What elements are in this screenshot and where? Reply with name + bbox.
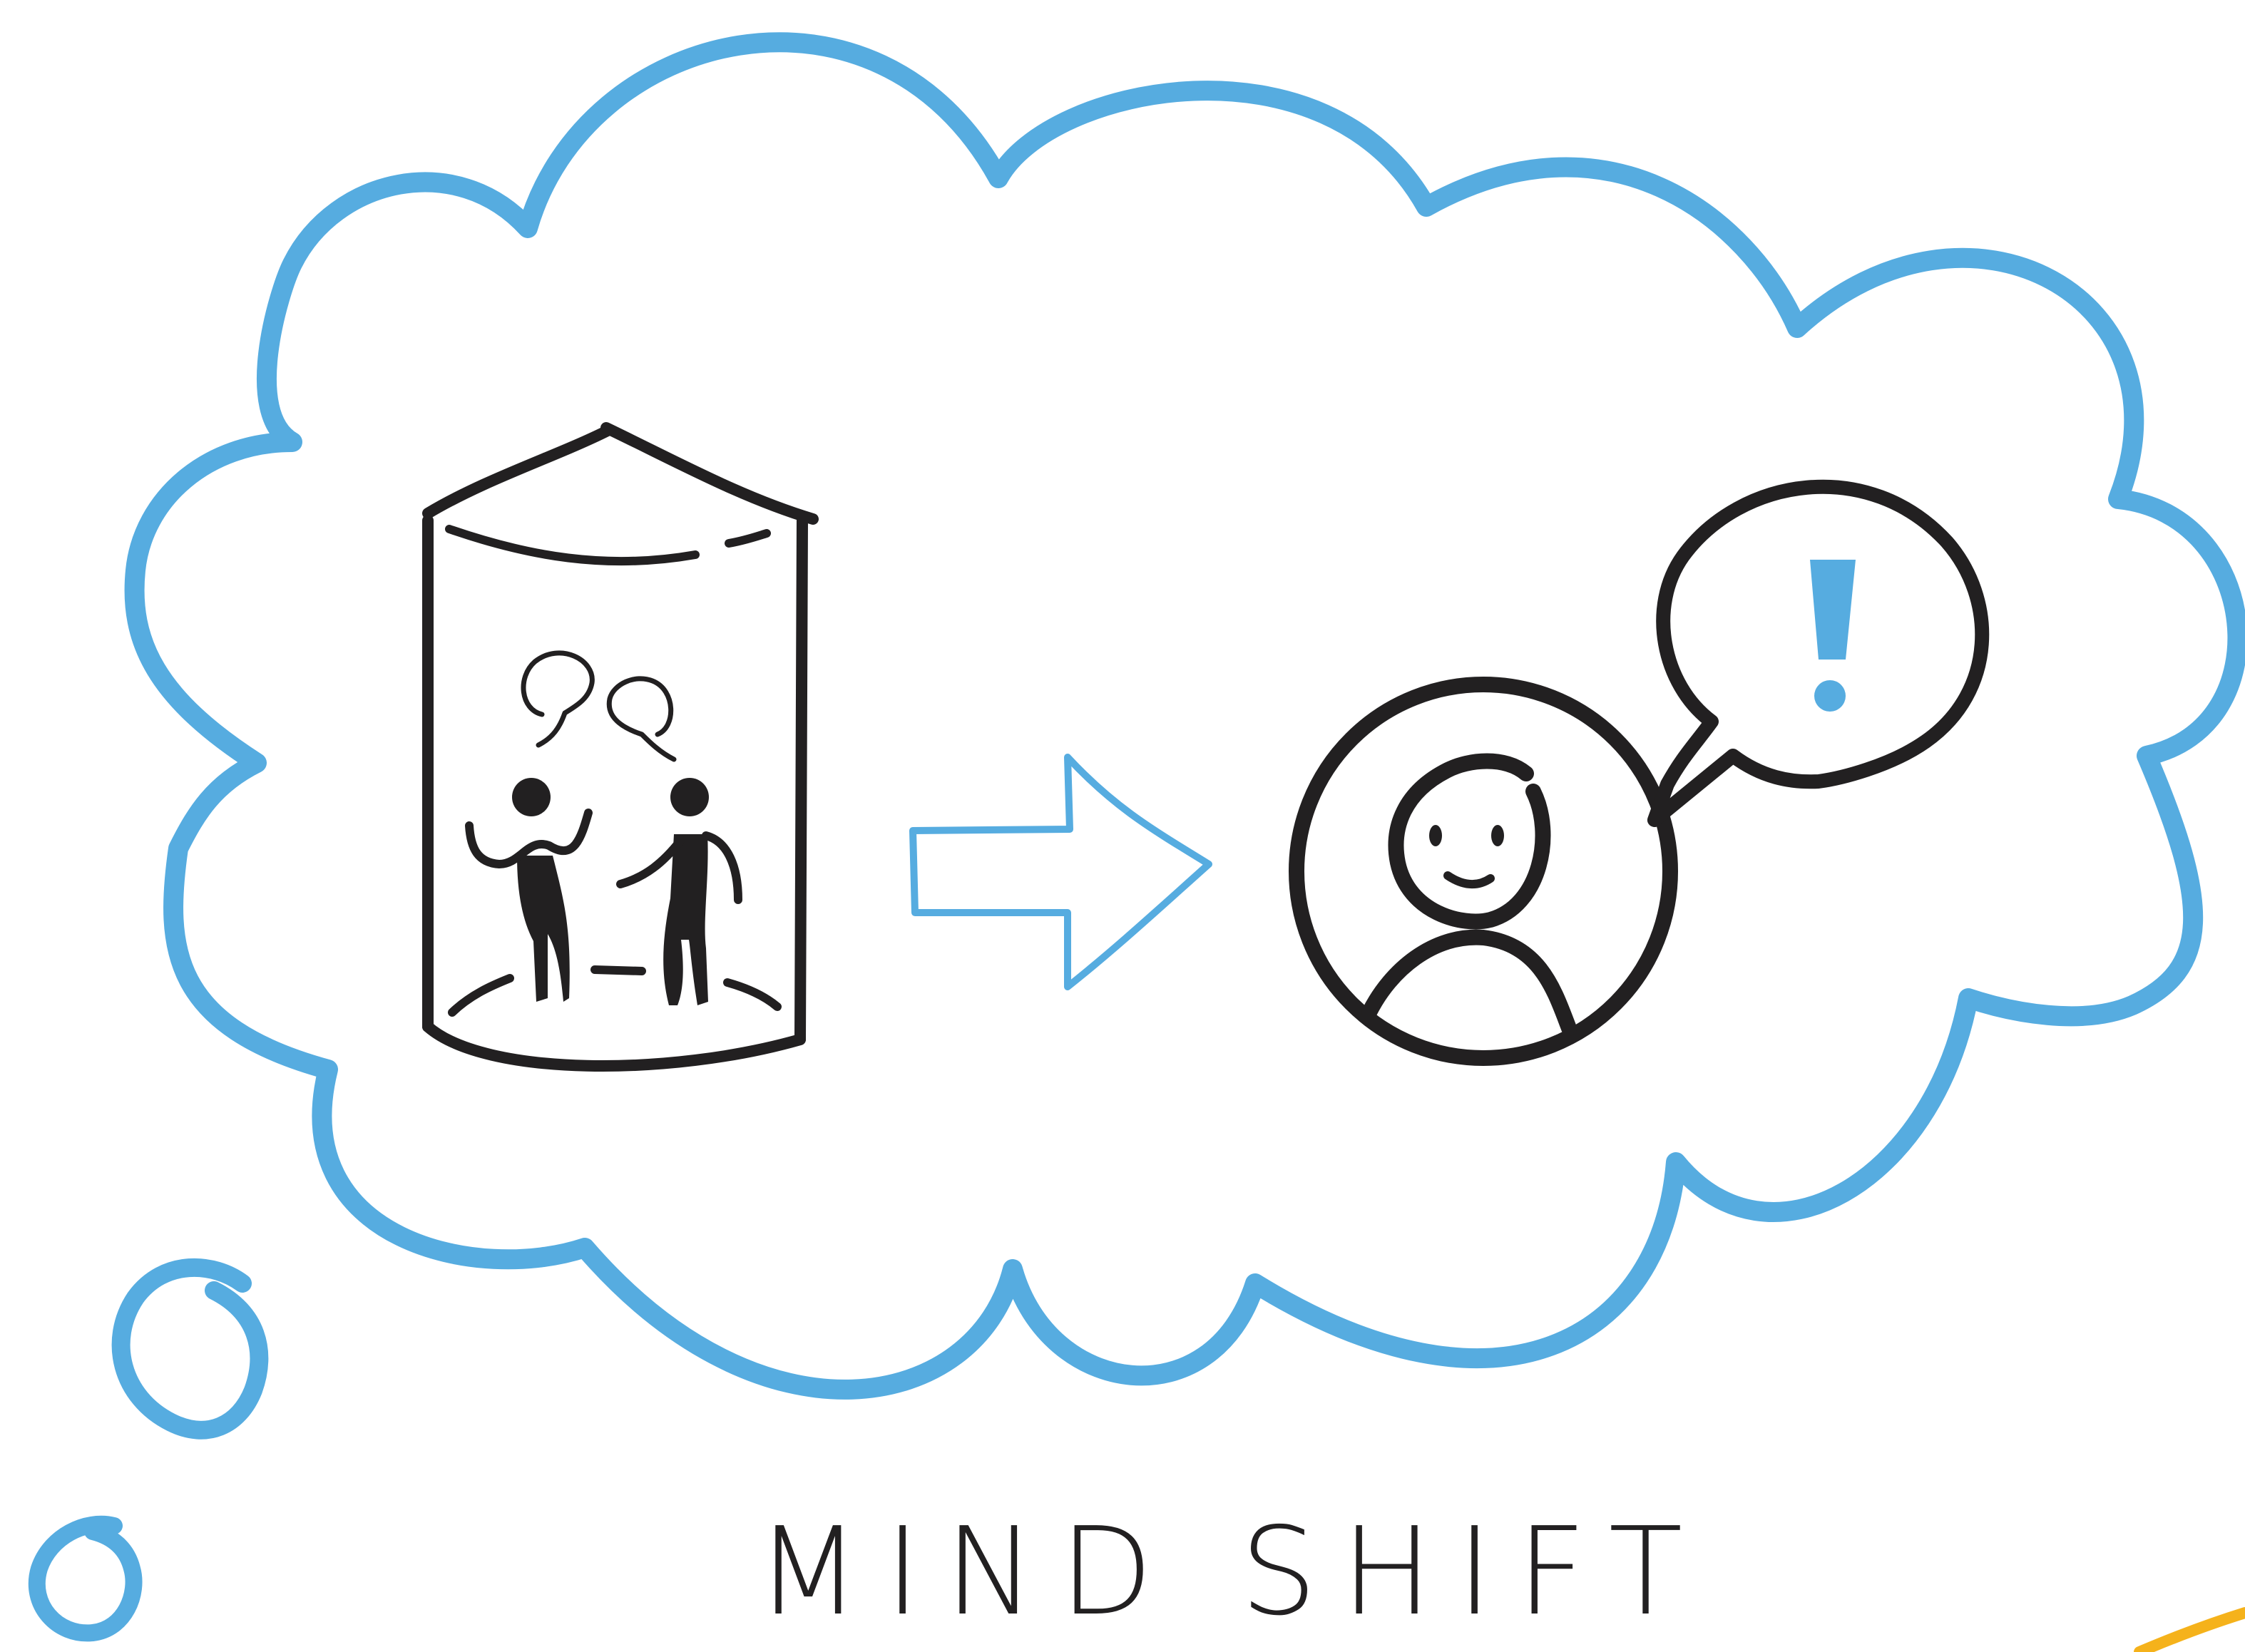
exclamation-dot — [1814, 680, 1846, 712]
eye — [1429, 825, 1442, 846]
right-arrow-icon — [909, 754, 1212, 990]
speech-bubble-icon — [606, 676, 677, 762]
person-head — [512, 778, 551, 816]
person-shoulders — [1361, 929, 1577, 1036]
smile — [1443, 871, 1495, 889]
meeting-participants — [448, 778, 782, 1017]
person-head — [670, 778, 709, 816]
yellow-accent-stroke — [2134, 1607, 2245, 1652]
eye — [1491, 825, 1504, 846]
thinking-person — [1289, 677, 1678, 1066]
thought-circle-small — [28, 1515, 143, 1642]
person-portrait-frame — [1289, 677, 1678, 1066]
thought-circle-medium — [111, 1258, 269, 1440]
exclamation-icon — [1810, 560, 1856, 660]
person-body — [663, 834, 708, 1005]
thought-cloud — [124, 32, 2245, 1400]
meeting-room — [422, 422, 819, 1072]
speech-bubble-icon — [521, 650, 595, 748]
mind-shift-caption: MIND SHIFT — [756, 1502, 1707, 1643]
person-body — [517, 856, 570, 1002]
exclamation-bubble — [1647, 479, 1990, 827]
person-head — [1388, 753, 1551, 930]
